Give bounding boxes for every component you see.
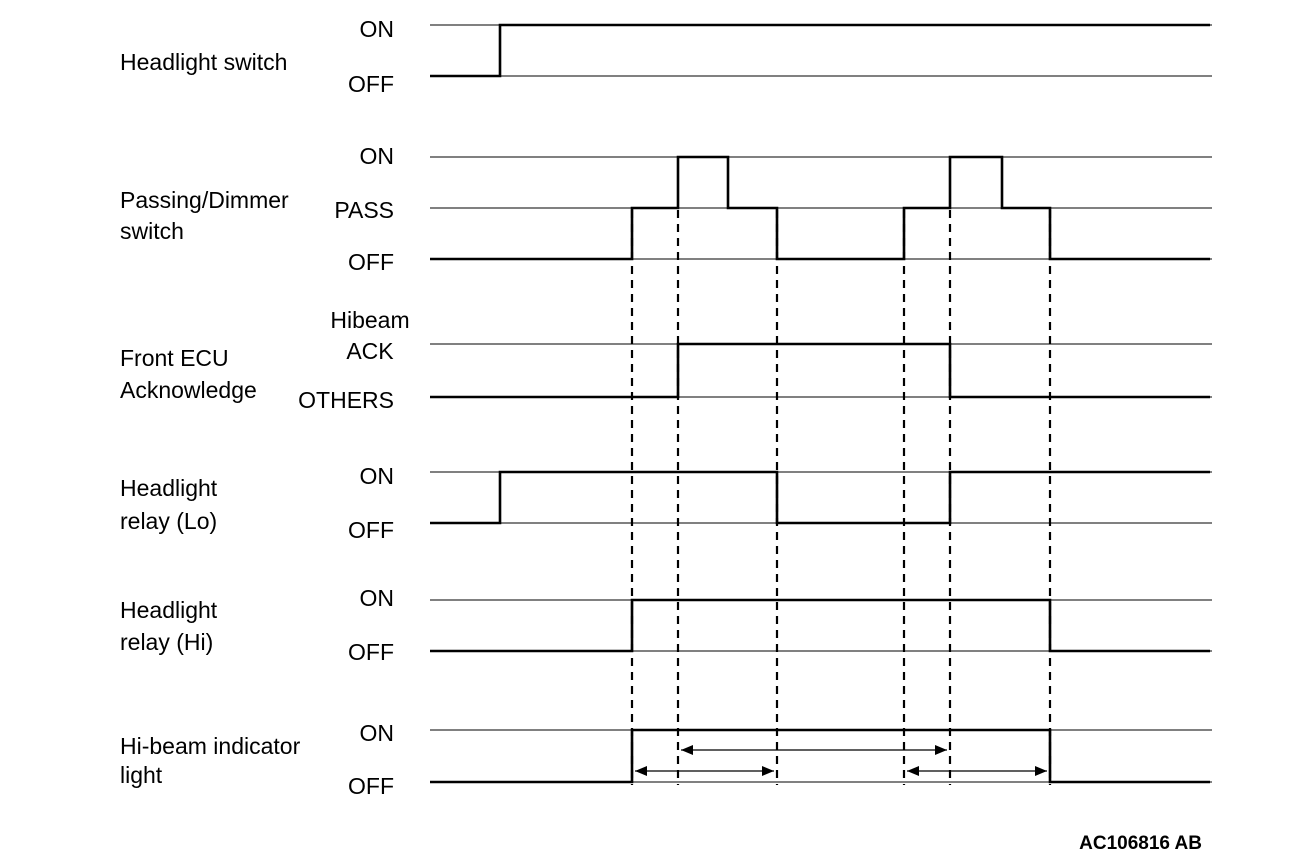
signal-label: light (120, 762, 163, 788)
signal-hi-beam-indicator-light: Hi-beam indicator light ON OFF (120, 720, 1212, 799)
interval-arrows (635, 745, 1047, 776)
timing-guides (630, 210, 1052, 785)
level-label: ON (360, 16, 395, 42)
signal-label: Hi-beam indicator (120, 733, 301, 759)
arrow-head-right (1035, 766, 1047, 776)
signal-rows: Headlight switchONOFFPassing/Dimmerswitc… (120, 16, 1212, 799)
arrow-head-right (762, 766, 774, 776)
level-label: ON (360, 585, 395, 611)
level-label: ON (360, 463, 395, 489)
signal-headlight-relay-hi: Headlight relay (Hi) ON OFF (120, 585, 1212, 665)
level-label: ON (360, 720, 395, 746)
level-label: OFF (348, 639, 394, 665)
signal-label: switch (120, 218, 184, 244)
level-label: OFF (348, 773, 394, 799)
arrow-head-right (935, 745, 947, 755)
reference-code: AC106816 AB (1079, 833, 1202, 854)
signal-headlight-relay-lo: Headlight relay (Lo) ON OFF (120, 463, 1212, 543)
waveform-headlight-relay-lo (430, 470, 1210, 525)
signal-label: relay (Hi) (120, 629, 213, 655)
signal-label: relay (Lo) (120, 508, 217, 534)
signal-label: Passing/Dimmer (120, 187, 289, 213)
arrow-head-left (681, 745, 693, 755)
level-label: OFF (348, 71, 394, 97)
signal-label: Headlight (120, 597, 218, 623)
arrow-head-left (635, 766, 647, 776)
signal-label: Front ECU (120, 345, 229, 371)
waveform-front-ecu-acknowledge (430, 342, 1210, 399)
arrow-head-left (907, 766, 919, 776)
signal-passing-dimmer-switch: Passing/Dimmer switch ON PASS OFF (120, 143, 1212, 275)
level-label: ON (360, 143, 395, 169)
signal-label: Headlight (120, 475, 218, 501)
waveform-headlight-relay-hi (430, 598, 1210, 653)
signal-label: Acknowledge (120, 377, 257, 403)
waveform-hi-beam-indicator-light (430, 728, 1210, 784)
level-label: OFF (348, 249, 394, 275)
waveform-passing-dimmer-switch (430, 155, 1210, 261)
level-label: OTHERS (298, 387, 394, 413)
waveform-headlight-switch (430, 23, 1210, 78)
level-label: PASS (334, 197, 394, 223)
level-label: OFF (348, 517, 394, 543)
signal-headlight-switch: Headlight switch ON OFF (120, 16, 1212, 97)
signal-label: Headlight switch (120, 49, 287, 75)
